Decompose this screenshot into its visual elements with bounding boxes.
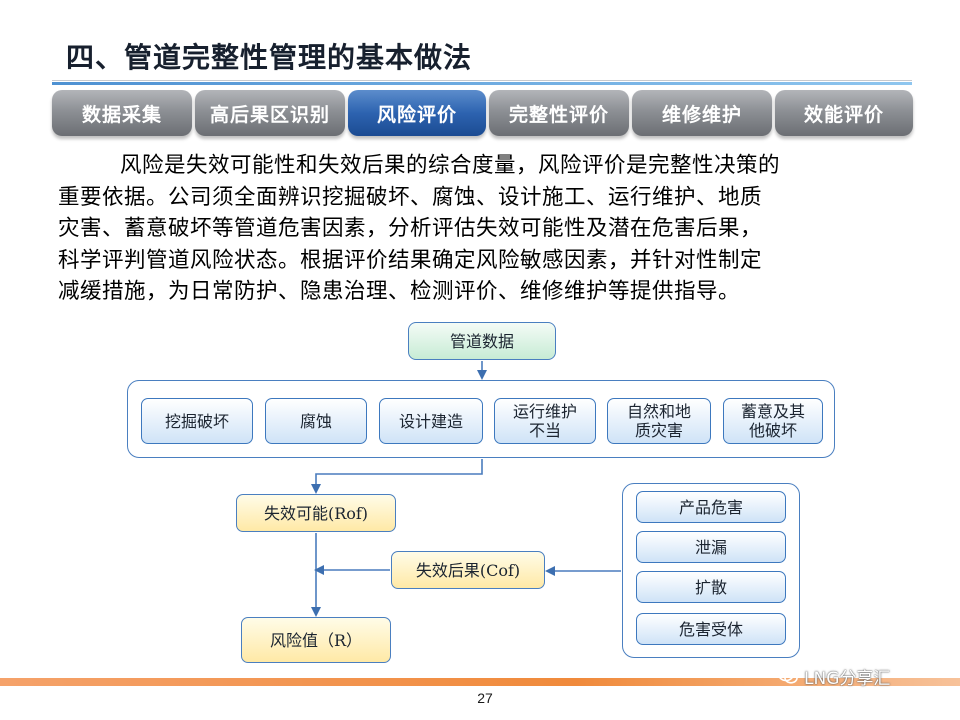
paragraph-line: 科学评判管道风险状态。根据评价结果确定风险敏感因素，并针对性制定 bbox=[58, 247, 763, 273]
tab-repair-maintenance[interactable]: 维修维护 bbox=[632, 90, 772, 136]
slide-title: 四、管道完整性管理的基本做法 bbox=[66, 41, 473, 74]
threat-node: 挖掘破坏 bbox=[141, 398, 253, 444]
tab-effectiveness-evaluation[interactable]: 效能评价 bbox=[775, 90, 913, 136]
failure-consequence-node: 失效后果(Cof) bbox=[391, 551, 545, 589]
chat-bubble-icon bbox=[778, 668, 798, 684]
tab-risk-assessment[interactable]: 风险评价 bbox=[348, 90, 486, 136]
consequence-node: 扩散 bbox=[636, 571, 786, 603]
tab-data-collection[interactable]: 数据采集 bbox=[52, 90, 192, 136]
paragraph-line: 减缓措施，为日常防护、隐患治理、检测评价、维修维护等提供指导。 bbox=[58, 279, 741, 304]
consequence-node: 产品危害 bbox=[636, 491, 786, 523]
risk-value-node: 风险值（R） bbox=[241, 617, 391, 663]
consequence-node: 泄漏 bbox=[636, 531, 786, 563]
threat-node: 腐蚀 bbox=[265, 398, 367, 444]
watermark-text: LNG分享汇 bbox=[804, 668, 891, 689]
threat-node: 蓄意及其他破坏 bbox=[723, 398, 823, 444]
title-divider bbox=[52, 80, 912, 81]
tab-hca-identification[interactable]: 高后果区识别 bbox=[195, 90, 345, 136]
page-number: 27 bbox=[477, 690, 493, 706]
threat-node: 自然和地质灾害 bbox=[607, 398, 711, 444]
paragraph-line: 重要依据。公司须全面辨识挖掘破坏、腐蚀、设计施工、运行维护、地质 bbox=[58, 184, 763, 210]
consequence-node: 危害受体 bbox=[636, 613, 786, 645]
threat-node: 运行维护不当 bbox=[494, 398, 596, 444]
section-tab-bar: 数据采集 高后果区识别 风险评价 完整性评价 维修维护 效能评价 bbox=[52, 90, 914, 140]
title-accent-bar bbox=[52, 82, 912, 85]
footer-accent-bar bbox=[0, 678, 960, 686]
threat-node: 设计建造 bbox=[379, 398, 483, 444]
paragraph-line: 风险是失效可能性和失效后果的综合度量，风险评价是完整性决策的 bbox=[120, 153, 781, 178]
body-paragraph: 风险是失效可能性和失效后果的综合度量，风险评价是完整性决策的 重要依据。公司须全… bbox=[58, 150, 928, 308]
paragraph-line: 灾害、蓄意破坏等管道危害因素，分析评估失效可能性及潜在危害后果， bbox=[58, 216, 763, 241]
pipeline-data-node: 管道数据 bbox=[408, 322, 556, 360]
failure-probability-node: 失效可能(Rof) bbox=[236, 494, 396, 532]
arrow-threats-to-rof bbox=[311, 459, 483, 494]
tab-integrity-assessment[interactable]: 完整性评价 bbox=[489, 90, 629, 136]
watermark: LNG分享汇 bbox=[778, 664, 891, 689]
